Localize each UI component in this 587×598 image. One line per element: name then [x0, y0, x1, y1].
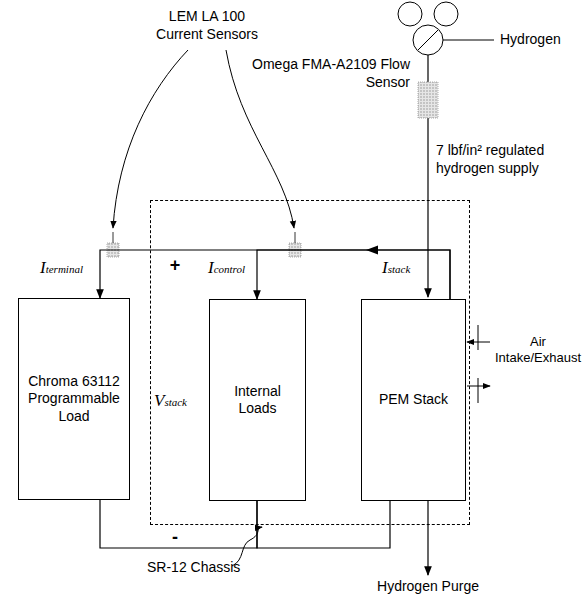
- regulator-symbol: [398, 2, 458, 55]
- polarity-mark: +: [168, 254, 182, 277]
- supply-label: Hydrogen: [500, 31, 580, 49]
- signal-name: Vstack: [154, 390, 204, 411]
- callout-label: LEM LA 100 Current Sensors: [146, 8, 268, 43]
- hydrogen-inlet-line: [443, 40, 494, 41]
- callout-label: Omega FMA-A2109 Flow Sensor: [250, 56, 410, 91]
- load-box: Chroma 63112 Programmable Load: [18, 298, 130, 500]
- wire: [257, 250, 450, 299]
- polarity-mark: -: [168, 526, 182, 549]
- box-label: Chroma 63112 Programmable Load: [25, 373, 123, 426]
- stack-box: PEM Stack: [361, 299, 466, 501]
- signal-name: Iterminal: [40, 257, 98, 278]
- region-label: SR-12 Chassis: [147, 559, 240, 577]
- sensor-tick: [295, 232, 296, 243]
- air-label: Air Intake/Exhaust: [492, 334, 584, 367]
- box-label: Internal Loads: [216, 383, 299, 418]
- load-box: Internal Loads: [209, 299, 306, 501]
- sensor-tick: [113, 232, 114, 243]
- leader-arrow: [226, 50, 294, 228]
- box-label: PEM Stack: [379, 391, 448, 409]
- signal-name: Icontrol: [208, 257, 256, 278]
- air-port: [478, 378, 479, 403]
- signal-name: Istack: [382, 257, 426, 278]
- wire: [100, 250, 450, 299]
- supply-note: 7 lbf/in² regulated hydrogen supply: [436, 142, 582, 177]
- wire: [100, 500, 257, 548]
- flow-sensor: [418, 82, 438, 118]
- air-port: [478, 325, 479, 350]
- purge-label: Hydrogen Purge: [370, 578, 486, 596]
- chassis-region: SR-12 ChassisInternal LoadsPEM Stack: [150, 200, 470, 525]
- hydrogen-purge-line: [427, 501, 428, 575]
